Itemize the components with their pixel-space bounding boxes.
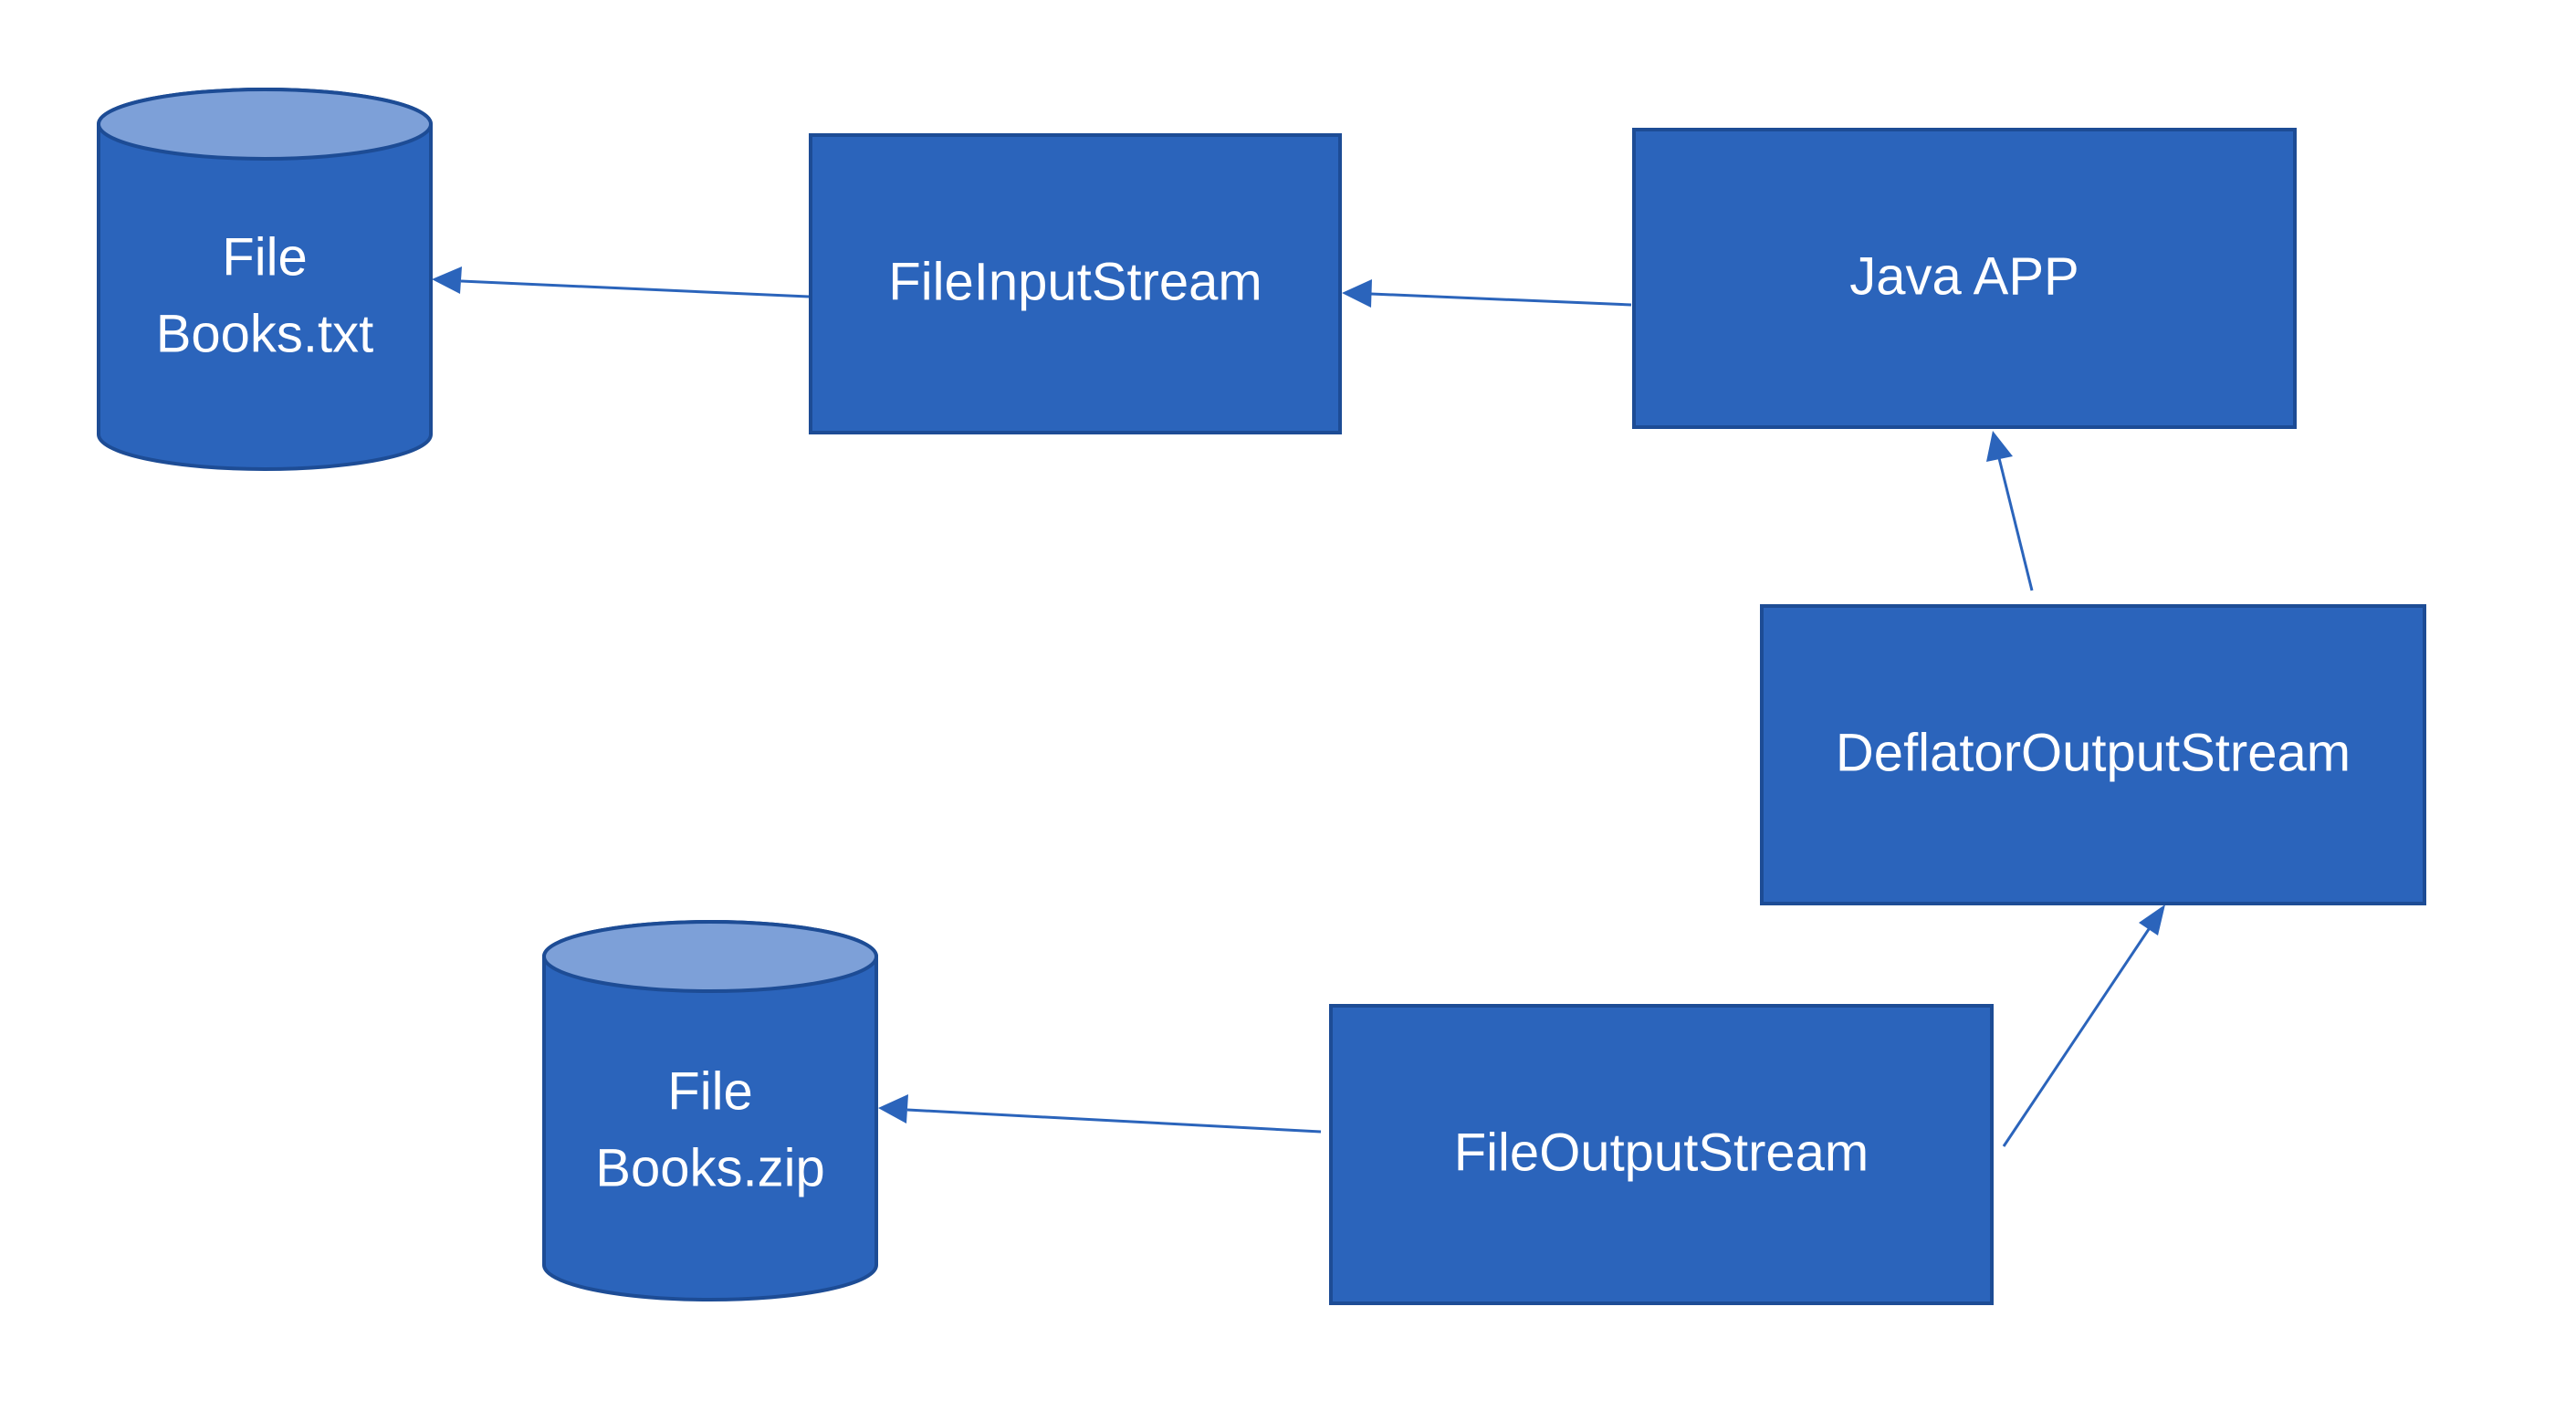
edge-fileinputstream-to-books-txt bbox=[432, 267, 810, 298]
box-fileoutputstream: FileOutputStream bbox=[1329, 1004, 1994, 1305]
box-deflatoroutputstream: DeflatorOutputStream bbox=[1760, 604, 2426, 905]
database-books-txt-label-line1: File bbox=[222, 227, 307, 287]
arrowhead-icon bbox=[2139, 904, 2165, 935]
arrowhead-icon bbox=[1342, 279, 1372, 308]
box-deflatoroutputstream-label: DeflatorOutputStream bbox=[1836, 723, 2351, 782]
box-fileinputstream: FileInputStream bbox=[809, 133, 1342, 434]
edge-fileoutputstream-to-deflator bbox=[2002, 904, 2165, 1147]
box-java-app: Java APP bbox=[1632, 128, 2297, 429]
connectors bbox=[432, 267, 2165, 1147]
database-books-txt: File Books.txt bbox=[97, 88, 433, 471]
edge-deflator-to-javaapp bbox=[1986, 431, 2034, 591]
database-books-zip-label-line1: File bbox=[667, 1061, 752, 1121]
edge-fileoutputstream-to-books-zip bbox=[878, 1094, 1322, 1134]
box-fileoutputstream-label: FileOutputStream bbox=[1454, 1123, 1869, 1182]
cylinder-top bbox=[97, 88, 433, 161]
box-fileinputstream-label: FileInputStream bbox=[888, 252, 1262, 311]
database-books-txt-label-line2: Books.txt bbox=[156, 304, 374, 363]
database-books-zip: File Books.zip bbox=[542, 920, 878, 1301]
arrowhead-icon bbox=[432, 267, 462, 294]
cylinder-top bbox=[542, 920, 878, 993]
edge-javaapp-to-fileinputstream bbox=[1342, 279, 1632, 308]
arrowhead-icon bbox=[1986, 431, 2013, 462]
arrowhead-icon bbox=[878, 1094, 908, 1124]
box-java-app-label: Java APP bbox=[1849, 246, 2079, 306]
database-books-zip-label-line2: Books.zip bbox=[595, 1138, 824, 1197]
